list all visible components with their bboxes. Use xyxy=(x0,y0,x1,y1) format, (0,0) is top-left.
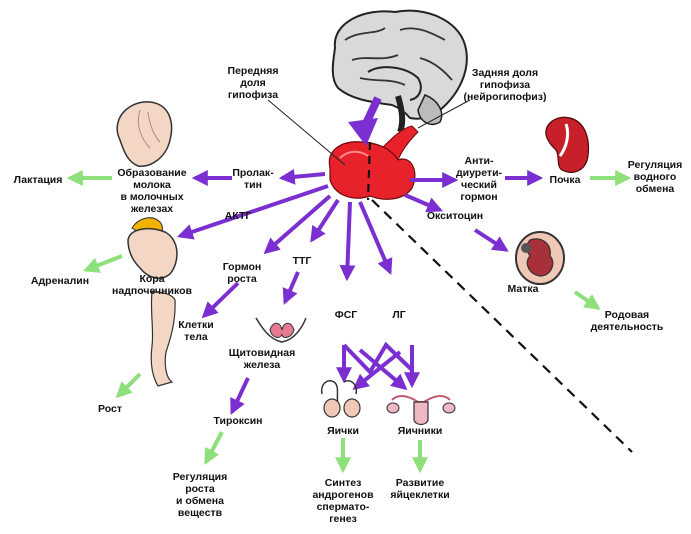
lactation-label: Лактация xyxy=(14,174,63,186)
fsg-arrow xyxy=(339,201,356,282)
uterus-fetus-icon xyxy=(515,231,565,285)
ovaries-label: Яичники xyxy=(398,425,443,437)
prolactin-arrow xyxy=(278,168,326,185)
effect-arrows xyxy=(66,170,632,474)
hormone-arrows xyxy=(176,168,544,415)
lg-arrow xyxy=(358,201,393,275)
growth-label: Рост xyxy=(98,403,122,415)
adrenaline-label: Адреналин xyxy=(31,275,89,287)
fsg-lg-cross xyxy=(342,341,414,376)
adrenal-gland-icon xyxy=(127,217,178,279)
thyroid-arrow xyxy=(282,271,300,305)
lobe-divider-dashed xyxy=(366,141,372,201)
fsg-label: ФСГ xyxy=(335,309,358,321)
actg-label: АКТГ xyxy=(225,210,252,222)
leg-icon xyxy=(150,291,176,387)
anterior-leader-line xyxy=(267,99,346,166)
ttg-label: ТТГ xyxy=(293,255,312,267)
body-cells-arrow xyxy=(201,281,240,319)
ttg-arrow xyxy=(310,198,340,243)
pituitary-gland-icon xyxy=(328,125,419,200)
diagonal-dashed-line xyxy=(371,199,633,453)
thyroxine-label: Тироксин xyxy=(213,415,262,427)
posterior-leader-line xyxy=(417,99,471,129)
mammary-gland-icon xyxy=(116,101,173,167)
testes-icon xyxy=(320,380,361,418)
testes-label: Яички xyxy=(327,425,359,437)
actg-arrow xyxy=(176,184,329,240)
thyroid-icon xyxy=(255,317,307,343)
thyroxine-arrow xyxy=(230,377,250,415)
uterus-label: Матка xyxy=(508,283,539,295)
prolactin-label: Пролак-тин xyxy=(232,167,274,191)
ovaries-icon xyxy=(386,395,456,426)
hypothalamus-arrow-head xyxy=(348,118,378,146)
oxytocin-label: Окситоцин xyxy=(427,210,483,222)
growth-hormone-arrow xyxy=(263,194,332,255)
oxytocin-arrow xyxy=(404,193,443,213)
lg-label: ЛГ xyxy=(392,309,405,321)
brain-icon xyxy=(331,9,468,134)
kidney-label: Почка xyxy=(550,174,581,186)
kidney-icon xyxy=(545,116,590,173)
uterus-arrow xyxy=(473,228,509,252)
